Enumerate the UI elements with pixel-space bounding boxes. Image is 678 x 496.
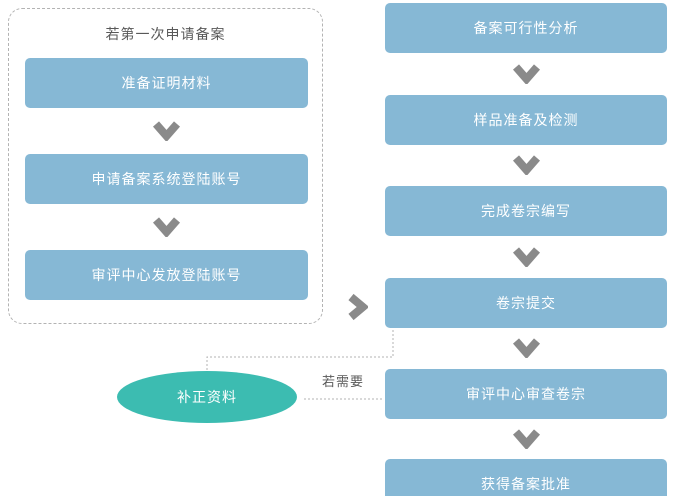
step-apply-filing-system-account: 申请备案系统登陆账号	[25, 154, 308, 204]
node-correction-materials: 补正资料	[117, 371, 297, 423]
chevron-down-icon	[512, 64, 541, 84]
connector-submission-to-correction	[206, 330, 394, 371]
step-filing-feasibility-analysis: 备案可行性分析	[385, 3, 667, 53]
step-center-issues-login-account: 审评中心发放登陆账号	[25, 250, 308, 300]
chevron-down-icon	[512, 155, 541, 175]
chevron-down-icon	[512, 247, 541, 267]
chevron-down-icon	[512, 429, 541, 449]
step-complete-dossier-writing: 完成卷宗编写	[385, 186, 667, 236]
step-center-reviews-dossier: 审评中心审查卷宗	[385, 369, 667, 419]
chevron-down-icon	[512, 338, 541, 358]
chevron-down-icon	[152, 217, 181, 237]
chevron-down-icon	[152, 121, 181, 141]
chevron-right-icon	[348, 293, 368, 321]
step-prepare-certification-materials: 准备证明材料	[25, 58, 308, 108]
condition-if-needed-label: 若需要	[321, 374, 364, 389]
step-obtain-filing-approval: 获得备案批准	[385, 459, 667, 496]
step-dossier-submission: 卷宗提交	[385, 278, 667, 328]
panel-title: 若第一次申请备案	[105, 26, 226, 42]
step-sample-preparation-testing: 样品准备及检测	[385, 95, 667, 145]
